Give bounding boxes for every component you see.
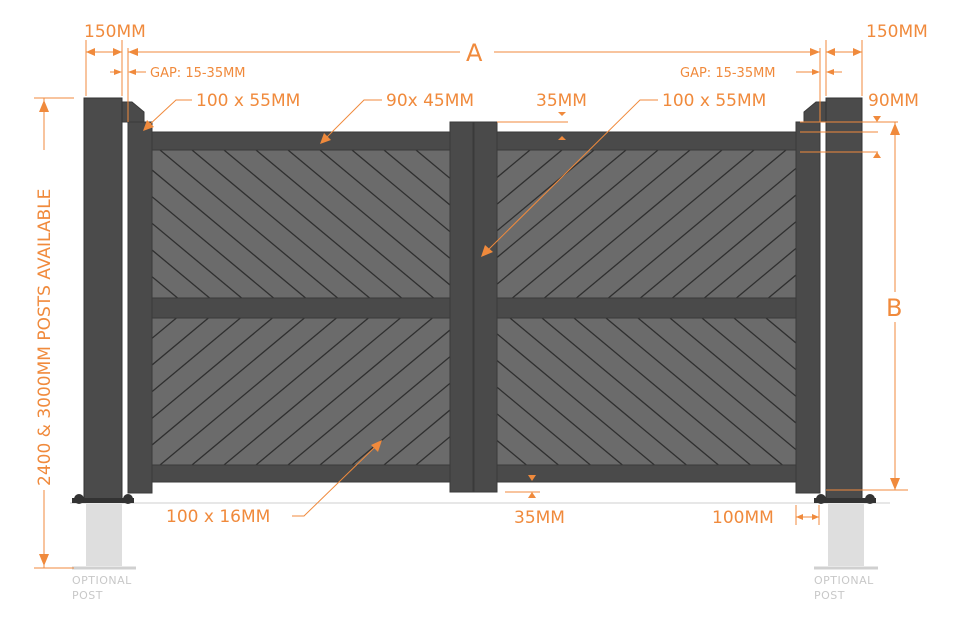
callout-hinge-stile: 100 x 55MM — [143, 91, 300, 131]
panel-top-right — [497, 150, 796, 298]
callout-top-rail: 90x 45MM — [320, 91, 474, 144]
dim-gap-left: GAP: 15-35MM — [110, 66, 246, 81]
svg-text:90MM: 90MM — [868, 91, 919, 111]
optional-post-right-label: OPTIONAL — [814, 574, 874, 587]
svg-text:150MM: 150MM — [866, 22, 928, 42]
panel-bottom-left — [152, 318, 450, 465]
slats-bottom-left — [152, 318, 450, 465]
hinge-stile-left — [127, 121, 153, 494]
right-post — [825, 97, 863, 503]
svg-text:150MM: 150MM — [84, 22, 146, 42]
svg-text:100 x 16MM: 100 x 16MM — [166, 507, 270, 527]
svg-text:90x 45MM: 90x 45MM — [386, 91, 474, 111]
svg-text:2400 & 3000MM POSTS AVAILABLE: 2400 & 3000MM POSTS AVAILABLE — [35, 189, 55, 486]
middle-rail-right — [496, 297, 797, 319]
dim-rail-height: 90MM — [800, 91, 919, 158]
callout-slat-size: 100 x 16MM — [166, 440, 382, 527]
svg-text:100 x 55MM: 100 x 55MM — [196, 91, 300, 111]
hinge-stile-right — [795, 121, 821, 494]
slats-bottom-right — [497, 318, 796, 465]
dim-overall-width-a: A — [127, 39, 821, 122]
dim-bottom-offset: 35MM — [505, 475, 565, 528]
top-rail-right — [496, 131, 797, 151]
hinge-cap-right — [803, 101, 827, 123]
dim-right-post-width: 150MM — [825, 22, 928, 96]
dim-top-offset: 35MM — [497, 91, 587, 140]
meeting-stile-left — [449, 121, 474, 493]
dim-left-post-width: 150MM — [84, 22, 146, 96]
svg-text:100MM: 100MM — [712, 508, 774, 528]
callout-meeting-stile: 100 x 55MM — [481, 91, 766, 257]
hinge-cap-left — [121, 101, 145, 123]
bottom-rail-left — [151, 464, 451, 483]
optional-post-left — [72, 504, 136, 570]
dim-gap-right: GAP: 15-35MM — [680, 66, 842, 81]
dim-post-height: 2400 & 3000MM POSTS AVAILABLE — [34, 97, 74, 569]
panel-bottom-right — [497, 318, 796, 465]
dim-gate-height-b: B — [826, 122, 908, 491]
svg-text:A: A — [466, 39, 483, 67]
panel-top-left — [152, 150, 450, 298]
top-rail-left — [151, 131, 451, 151]
left-post — [83, 97, 123, 503]
svg-text:100 x 55MM: 100 x 55MM — [662, 91, 766, 111]
optional-post-right — [814, 504, 878, 570]
dim-ground-clearance: 100MM — [712, 505, 820, 528]
svg-text:35MM: 35MM — [514, 508, 565, 528]
middle-rail-left — [151, 297, 451, 319]
bottom-rail-right — [496, 464, 797, 483]
svg-text:B: B — [886, 294, 902, 322]
svg-text:GAP: 15-35MM: GAP: 15-35MM — [680, 66, 776, 81]
optional-post-left-label: OPTIONAL — [72, 574, 132, 587]
svg-text:35MM: 35MM — [536, 91, 587, 111]
left-post-base — [72, 494, 134, 504]
meeting-stile-right — [473, 121, 498, 493]
right-post-base — [814, 494, 876, 504]
slats-top-left — [152, 150, 450, 298]
svg-text:GAP: 15-35MM: GAP: 15-35MM — [150, 66, 246, 81]
optional-post-right-label-2: POST — [814, 589, 845, 602]
optional-post-left-label-2: POST — [72, 589, 103, 602]
